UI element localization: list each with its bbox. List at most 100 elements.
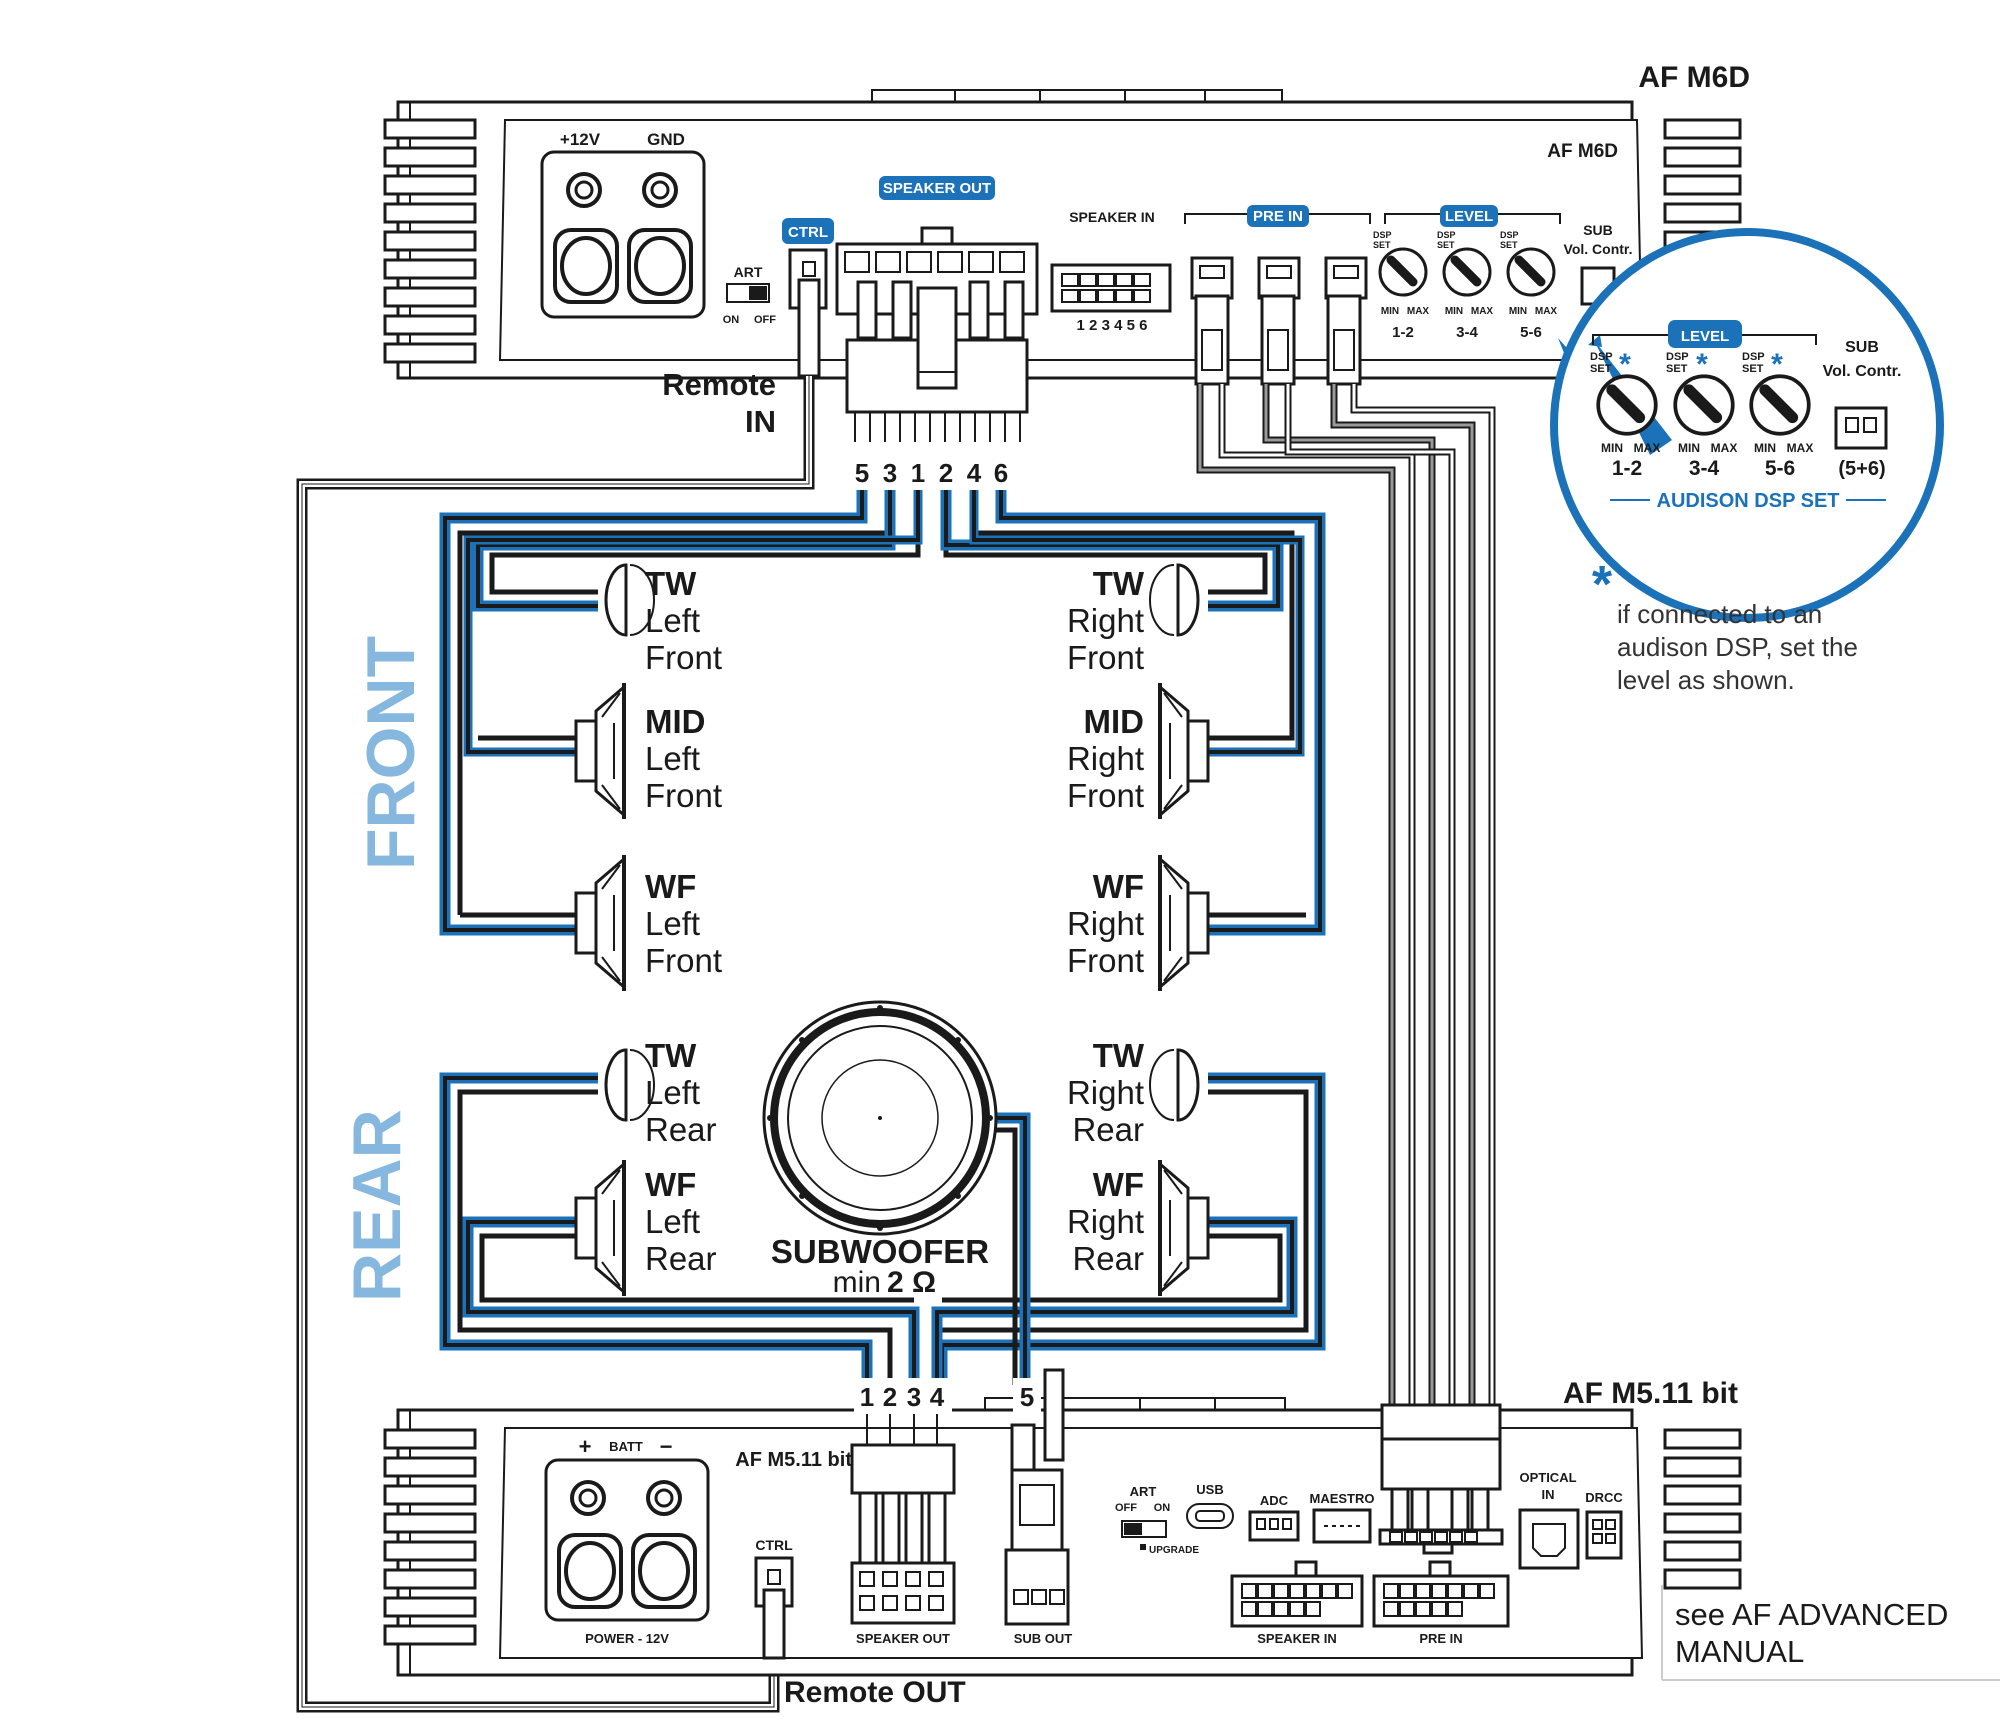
knob-label-3-4-top: 3-4 bbox=[1456, 324, 1478, 341]
amp-bottom: AF M5.11 bit AF M5.11 bit + BA bbox=[383, 1368, 1742, 1709]
callout-dsp-1: DSP bbox=[1590, 351, 1613, 363]
art-switch-top[interactable]: ART ON OFF bbox=[723, 264, 777, 326]
callout-min-3: MIN bbox=[1754, 441, 1776, 455]
plus12v-label: +12V bbox=[560, 130, 601, 149]
callout-asterisk-1: * bbox=[1619, 348, 1631, 381]
remote-out-label: Remote OUT bbox=[784, 1676, 966, 1709]
wf-rr-l3: Rear bbox=[1072, 1240, 1144, 1277]
callout-max-3: MAX bbox=[1787, 441, 1814, 455]
wires bbox=[296, 376, 1496, 1713]
wf-rr-l2: Right bbox=[1067, 1203, 1144, 1240]
dsp-label-1: DSP bbox=[1373, 230, 1392, 240]
pin-bottom-0: 1 bbox=[860, 1382, 874, 1412]
tw-rr-l1: TW bbox=[1093, 1037, 1145, 1074]
speaker-in-pins-top: 1 2 3 4 5 6 bbox=[1077, 317, 1148, 334]
level-knob-1-2-top[interactable] bbox=[1380, 249, 1426, 295]
wf-left-front bbox=[574, 853, 626, 993]
batt-label: BATT bbox=[609, 1439, 643, 1454]
wf-rf-l2: Right bbox=[1067, 905, 1144, 942]
pre-in-1-2-top[interactable] bbox=[1190, 256, 1234, 386]
adc-label: ADC bbox=[1260, 1493, 1289, 1508]
set-label-2: SET bbox=[1437, 240, 1455, 250]
callout-min-2: MIN bbox=[1678, 441, 1700, 455]
subwoofer-ohm: 2 Ω bbox=[887, 1266, 936, 1299]
pin-top-2: 1 bbox=[911, 458, 925, 488]
speaker-in-connector-bottom[interactable] bbox=[1230, 1560, 1364, 1628]
wf-rf-l3: Front bbox=[1067, 942, 1144, 979]
callout-set-2: SET bbox=[1666, 363, 1688, 375]
pre-in-5-6-top[interactable] bbox=[1324, 256, 1368, 386]
remote-in-label-2: IN bbox=[745, 404, 776, 439]
subwoofer-title: SUBWOOFER bbox=[771, 1233, 989, 1270]
art-on-top: ON bbox=[723, 314, 740, 326]
mid-rf-l1: MID bbox=[1084, 703, 1145, 740]
ctrl-badge-top bbox=[782, 218, 834, 244]
wf-lr-l1: WF bbox=[645, 1166, 696, 1203]
heatsink-left-bottom bbox=[383, 1428, 477, 1646]
callout-sub-5-6-label: (5+6) bbox=[1838, 458, 1885, 480]
callout-knob-label-5-6: 5-6 bbox=[1765, 457, 1795, 480]
tw-rf-l3: Front bbox=[1067, 639, 1144, 676]
speaker-out-connector-top[interactable] bbox=[835, 226, 1039, 442]
speaker-out-connector-bottom[interactable] bbox=[850, 1405, 956, 1625]
art-label-top: ART bbox=[734, 264, 763, 280]
pre-in-3-4-top[interactable] bbox=[1257, 256, 1301, 386]
mid-rf-l2: Right bbox=[1067, 740, 1144, 777]
callout-asterisk-2: * bbox=[1696, 348, 1708, 381]
callout-min-1: MIN bbox=[1601, 441, 1623, 455]
tw-rf-l2: Right bbox=[1067, 602, 1144, 639]
note-asterisk: * bbox=[1592, 556, 1613, 614]
callout-max-2: MAX bbox=[1711, 441, 1738, 455]
tw-rr-l3: Rear bbox=[1072, 1111, 1144, 1148]
sub-pin-bottom: 5 bbox=[1020, 1382, 1034, 1412]
tweeter-right-front bbox=[1148, 563, 1200, 637]
min-3: MIN bbox=[1509, 306, 1527, 317]
level-knob-3-4-top[interactable] bbox=[1444, 249, 1490, 295]
pin-top-5: 6 bbox=[994, 458, 1008, 488]
wf-right-rear bbox=[1158, 1158, 1210, 1298]
level-label-top: LEVEL bbox=[1445, 208, 1493, 225]
upgrade-label: UPGRADE bbox=[1149, 1545, 1199, 1556]
min-2: MIN bbox=[1445, 306, 1463, 317]
mid-right-front bbox=[1158, 681, 1210, 821]
max-2: MAX bbox=[1471, 306, 1494, 317]
footnote-line-2: MANUAL bbox=[1675, 1634, 1804, 1669]
sub-out-label-bottom: SUB OUT bbox=[1014, 1631, 1073, 1646]
remote-in-label-1: Remote bbox=[662, 367, 776, 402]
callout-footer: AUDISON DSP SET bbox=[1657, 490, 1840, 512]
mid-rf-l3: Front bbox=[1067, 777, 1144, 814]
callout-vol-contr-label: Vol. Contr. bbox=[1823, 363, 1902, 380]
front-section-label: FRONT bbox=[353, 636, 429, 870]
level-knobs-top: DSP SET DSP SET DSP SET MIN MAX MIN MAX … bbox=[1373, 230, 1557, 341]
pre-in-connector-bottom[interactable] bbox=[1372, 1403, 1510, 1628]
callout-set-3: SET bbox=[1742, 363, 1764, 375]
subwoofer bbox=[762, 1000, 998, 1236]
amp-top-title: AF M6D bbox=[1638, 61, 1750, 94]
amp-bottom-panel-title: AF M5.11 bit bbox=[735, 1449, 852, 1471]
note-line-1: if connected to an bbox=[1617, 599, 1822, 629]
speaker-out-label-bottom: SPEAKER OUT bbox=[856, 1631, 950, 1646]
maestro-label: MAESTRO bbox=[1310, 1491, 1375, 1506]
sub-out-connector-bottom[interactable] bbox=[1004, 1368, 1070, 1626]
callout-knob-3-4 bbox=[1675, 376, 1733, 434]
tw-lf-l3: Front bbox=[645, 639, 722, 676]
wf-lr-l2: Left bbox=[645, 1203, 700, 1240]
wf-lf-l3: Front bbox=[645, 942, 722, 979]
speaker-in-connector-top[interactable] bbox=[1050, 263, 1172, 313]
power-terminal-top: +12V GND bbox=[540, 130, 706, 319]
amp-top-panel-title: AF M6D bbox=[1547, 141, 1618, 162]
wf-lf-l2: Left bbox=[645, 905, 700, 942]
tweeter-right-rear bbox=[1148, 1048, 1200, 1122]
art-label-bottom: ART bbox=[1130, 1484, 1157, 1499]
pin-bottom-2: 3 bbox=[907, 1382, 921, 1412]
batt-minus: − bbox=[660, 1434, 673, 1459]
level-knob-5-6-top[interactable] bbox=[1508, 249, 1554, 295]
dsp-label-2: DSP bbox=[1437, 230, 1456, 240]
pre-in-label-top: PRE IN bbox=[1253, 208, 1303, 225]
callout-max-1: MAX bbox=[1634, 441, 1661, 455]
callout-sub-port bbox=[1834, 406, 1888, 450]
knob-label-5-6-top: 5-6 bbox=[1520, 324, 1542, 341]
note-line-3: level as shown. bbox=[1617, 665, 1795, 695]
callout-asterisk-3: * bbox=[1771, 348, 1783, 381]
